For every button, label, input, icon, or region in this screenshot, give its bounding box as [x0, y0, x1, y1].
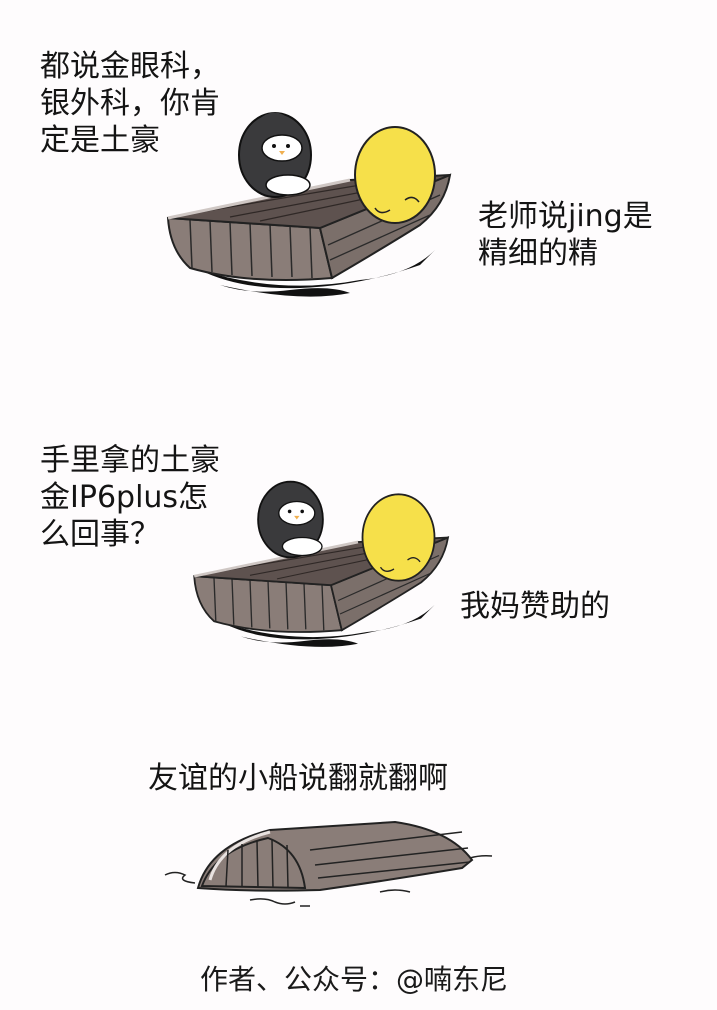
boat-scene-illustration	[166, 112, 452, 297]
comic-panel-1: 都说金眼科， 银外科，你肯 定是土豪 老师说jing是 精细的精	[0, 0, 717, 330]
author-credit: 作者、公众号：@喃东尼	[200, 963, 509, 996]
speech-right-panel-1: 老师说jing是 精细的精	[478, 199, 653, 271]
speech-left-panel-2: 手里拿的土豪 金IP6plus怎 么回事？	[40, 443, 220, 552]
speech-left-panel-1: 都说金眼科， 银外科，你肯 定是土豪	[40, 49, 220, 158]
boat-scene-illustration	[193, 480, 450, 647]
comic-panel-2: 手里拿的土豪 金IP6plus怎 么回事？ 我妈赞助的	[0, 330, 717, 700]
caption-panel-3: 友谊的小船说翻就翻啊	[148, 761, 448, 796]
speech-right-panel-2: 我妈赞助的	[460, 589, 610, 624]
comic-panel-3: 友谊的小船说翻就翻啊	[0, 700, 717, 955]
capsized-boat-illustration	[164, 820, 493, 907]
